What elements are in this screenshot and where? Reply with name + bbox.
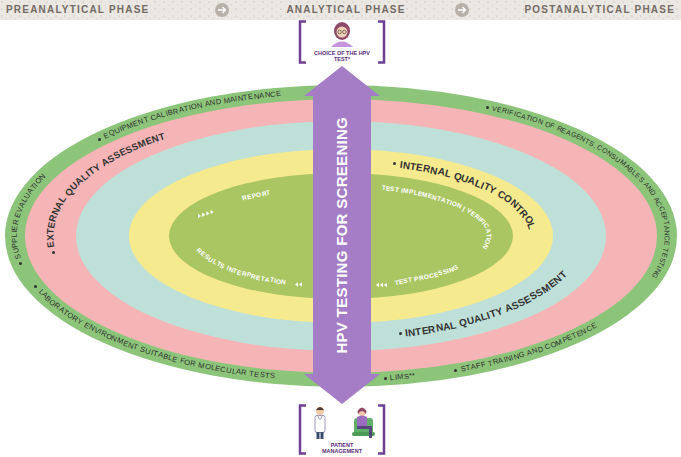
glyph: T: [266, 188, 271, 196]
ring-title: EXTERNAL QUALITY ASSESSMENT: [45, 131, 168, 251]
glyph: S: [219, 262, 226, 271]
ring-item: LIMS**: [387, 371, 419, 383]
glyph: M: [397, 373, 404, 382]
process-step: RESULTS INTERPRETATION: [195, 246, 289, 287]
ring-item: VERIFICATION OF REAGENTS, CONSUMABLES AN…: [489, 104, 672, 280]
bullet-dot: [486, 106, 489, 109]
glyph: T: [381, 184, 386, 192]
glyph: S: [390, 185, 395, 193]
glyph: U: [225, 366, 232, 375]
glyph: E: [171, 355, 178, 365]
arrow-title: HPV TESTING FOR SCREENING: [334, 117, 351, 354]
glyph: N: [663, 230, 671, 235]
glyph: T: [395, 186, 400, 194]
glyph: E: [248, 93, 254, 102]
glyph: S: [259, 371, 265, 380]
glyph: S: [403, 373, 409, 382]
glyph: C: [270, 91, 276, 100]
glyph: F: [549, 122, 556, 131]
glyph: E: [11, 225, 20, 231]
bracket-label: PATIENT MANAGEMENT: [310, 442, 374, 454]
glyph: T: [485, 233, 493, 237]
glyph: S: [269, 372, 275, 381]
phase-bar: [0, 0, 681, 20]
phase-label: ANALYTICAL PHASE: [286, 4, 405, 16]
glyph: G: [452, 263, 460, 272]
glyph: A: [235, 368, 241, 377]
glyph: F: [480, 361, 486, 370]
ring-item: SUPPLIER EVALUATION: [10, 172, 49, 261]
glyph: E: [46, 241, 58, 249]
bullet-dot: [98, 138, 101, 141]
glyph: N: [456, 202, 463, 211]
glyph: N: [264, 91, 270, 100]
management-bracket: PATIENT MANAGEMENT: [298, 404, 386, 455]
glyph: L: [525, 221, 538, 230]
ring-title: INTERNAL QUALITY CONTROL: [394, 158, 538, 233]
glyph: E: [254, 371, 260, 380]
ring-item: STAFF TRAINING AND COMPETENCE: [458, 321, 599, 374]
glyph: R: [189, 359, 196, 369]
doctor-icon: [315, 407, 325, 439]
glyph: P: [11, 237, 20, 243]
ring-title: INTERNAL QUALITY ASSESSMENT: [400, 268, 570, 340]
glyph: O: [276, 277, 282, 285]
glyph: X: [45, 235, 56, 242]
glyph: T: [249, 370, 255, 379]
glyph: G: [518, 351, 526, 361]
glyph: E: [662, 241, 671, 247]
glyph: N: [281, 278, 287, 286]
glyph: L: [449, 319, 457, 332]
process-step: TEST IMPLEMENTATION | VERIFICATION: [379, 183, 494, 251]
glyph: T: [407, 276, 412, 284]
glyph: N: [253, 92, 259, 101]
glyph: A: [484, 227, 493, 234]
ring-item: LABORATORY ENVIRONMENT SUITABLE FOR MOLE…: [35, 287, 277, 382]
phase-label: PREANALYTICAL PHASE: [6, 4, 149, 16]
glyph: E: [385, 185, 390, 193]
ring-item: EQUIPMENT CALIBRATION AND MAINTENANCE: [101, 89, 283, 141]
bracket-label: CHOICE OF THE HPV TEST*: [310, 50, 374, 62]
screening-arrow: HPV TESTING FOR SCREENING: [304, 66, 380, 404]
glyph: A: [259, 92, 265, 101]
glyph: C: [220, 366, 227, 375]
glyph: L: [390, 374, 395, 383]
glyph: C: [663, 236, 671, 241]
process-step: TEST PROCESSING: [392, 263, 461, 287]
phase-label: POSTANALYTICAL PHASE: [525, 4, 676, 16]
phase-bar-texture: [0, 0, 681, 20]
process-step: REPORT: [240, 188, 273, 203]
glyph: M: [403, 187, 410, 195]
patient-icon: [352, 408, 375, 439]
glyph: N: [196, 101, 203, 111]
glyph: E: [276, 90, 282, 99]
glyph: D: [215, 98, 222, 107]
glyph: T: [264, 372, 269, 381]
choice-bracket: CHOICE OF THE HPV TEST*: [298, 20, 386, 64]
glyph: T: [132, 343, 139, 353]
phase-arrow: [215, 3, 229, 17]
glyph: R: [241, 369, 248, 378]
glyph: *: [412, 372, 416, 381]
woman-icon: [331, 22, 353, 47]
bullet-dot: [384, 377, 387, 380]
phase-arrow: [455, 3, 469, 17]
glyph: L: [11, 233, 20, 237]
glyph: A: [662, 225, 671, 231]
